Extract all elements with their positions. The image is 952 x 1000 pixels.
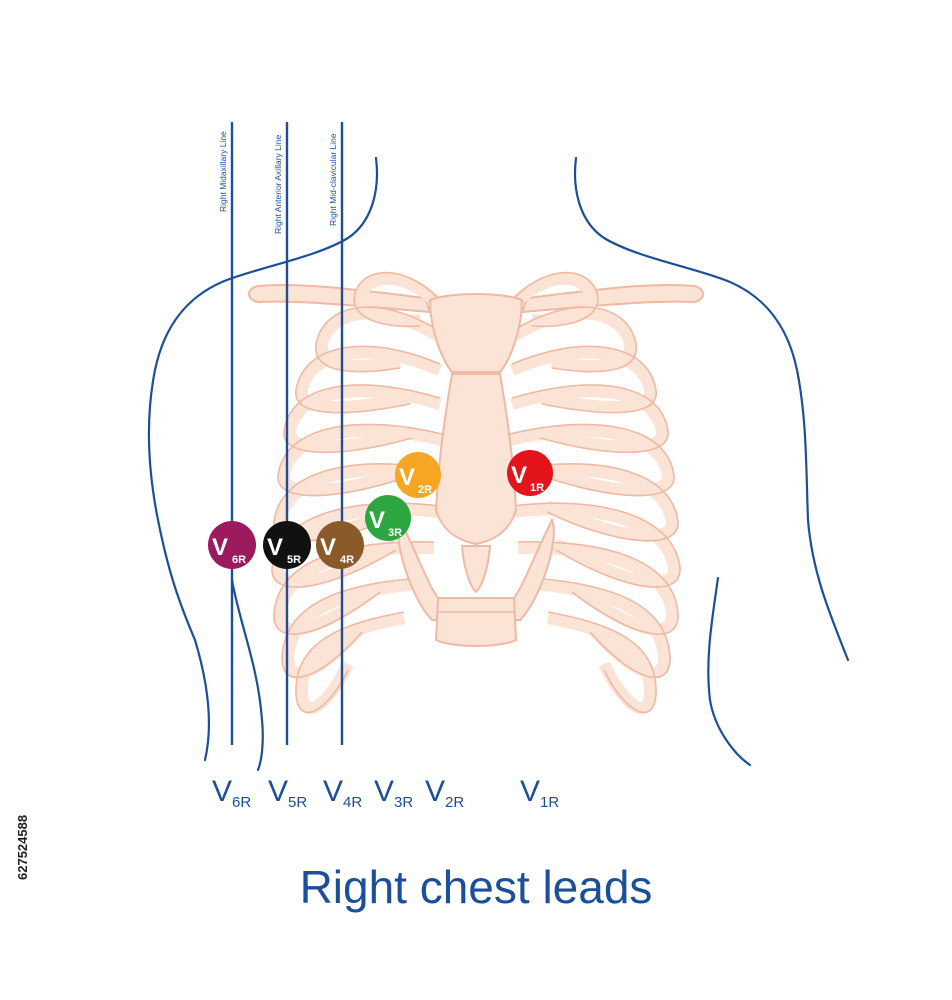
- electrode-v1r-sub: 1R: [530, 482, 544, 494]
- bottom-lead-labels: V6R V5R V4R V3R V2R V1R: [212, 775, 559, 811]
- electrode-v6r: V 6R: [208, 521, 256, 569]
- electrode-v2r-sub: 2R: [418, 484, 432, 496]
- sternum-manubrium: [428, 293, 524, 373]
- reference-lines: [230, 122, 344, 745]
- electrode-v3r: V 3R: [365, 495, 411, 541]
- lead-label-v5r: V5R: [268, 775, 307, 811]
- electrode-v5r-sub: 5R: [287, 554, 301, 566]
- diagram-title: Right chest leads: [300, 861, 653, 913]
- electrode-v6r-disc: [208, 521, 256, 569]
- rib-cage: [248, 271, 704, 714]
- clavicle-right: [520, 283, 704, 314]
- lead-label-v3r: V3R: [374, 775, 413, 811]
- electrode-v2r-disc: [395, 452, 441, 498]
- electrode-v1r-disc: [507, 450, 553, 496]
- electrode-v5r-main: V: [267, 534, 283, 561]
- electrode-v2r: V 2R: [395, 452, 441, 498]
- xiphoid: [460, 545, 492, 594]
- electrode-v1r: V 1R: [507, 450, 553, 496]
- vertebra: [434, 597, 518, 647]
- anterior-axillary-label: Right Anterior Axillary Line: [273, 135, 283, 234]
- electrode-v3r-disc: [365, 495, 411, 541]
- ribs-right-outline: [509, 271, 681, 714]
- torso-left-inner: [230, 578, 264, 772]
- electrode-v6r-main: V: [212, 534, 228, 561]
- electrode-v2r-main: V: [399, 464, 415, 491]
- electrode-v3r-sub: 3R: [388, 527, 402, 539]
- electrode-v5r: V 5R: [263, 521, 311, 569]
- electrode-v4r: V 4R: [316, 521, 364, 569]
- stock-id: 627524588: [15, 815, 30, 880]
- clavicle-left: [248, 283, 432, 314]
- electrode-v5r-disc: [263, 521, 311, 569]
- reference-line-labels: Right Midaxillary Line Right Anterior Ax…: [218, 131, 338, 234]
- lead-label-v4r: V4R: [323, 775, 362, 811]
- electrode-v4r-main: V: [320, 534, 336, 561]
- electrode-v4r-sub: 4R: [340, 554, 354, 566]
- ribs-right: [508, 272, 680, 714]
- lead-label-v6r: V6R: [212, 775, 251, 811]
- lead-label-v2r: V2R: [425, 775, 464, 811]
- electrode-v3r-main: V: [369, 507, 385, 534]
- electrodes: V 1R V 2R V 3R V 4R V 5R V 6R: [208, 450, 553, 569]
- electrode-v4r-disc: [316, 521, 364, 569]
- midclavicular-label: Right Mid-clavicular Line: [328, 133, 338, 226]
- midaxillary-label: Right Midaxillary Line: [218, 131, 228, 212]
- torso-right-inner: [707, 576, 752, 767]
- sternum-body: [434, 373, 518, 546]
- lead-label-v1r: V1R: [520, 775, 559, 811]
- neck-right: [573, 156, 850, 662]
- electrode-v6r-sub: 6R: [232, 554, 246, 566]
- electrode-v1r-main: V: [511, 462, 527, 489]
